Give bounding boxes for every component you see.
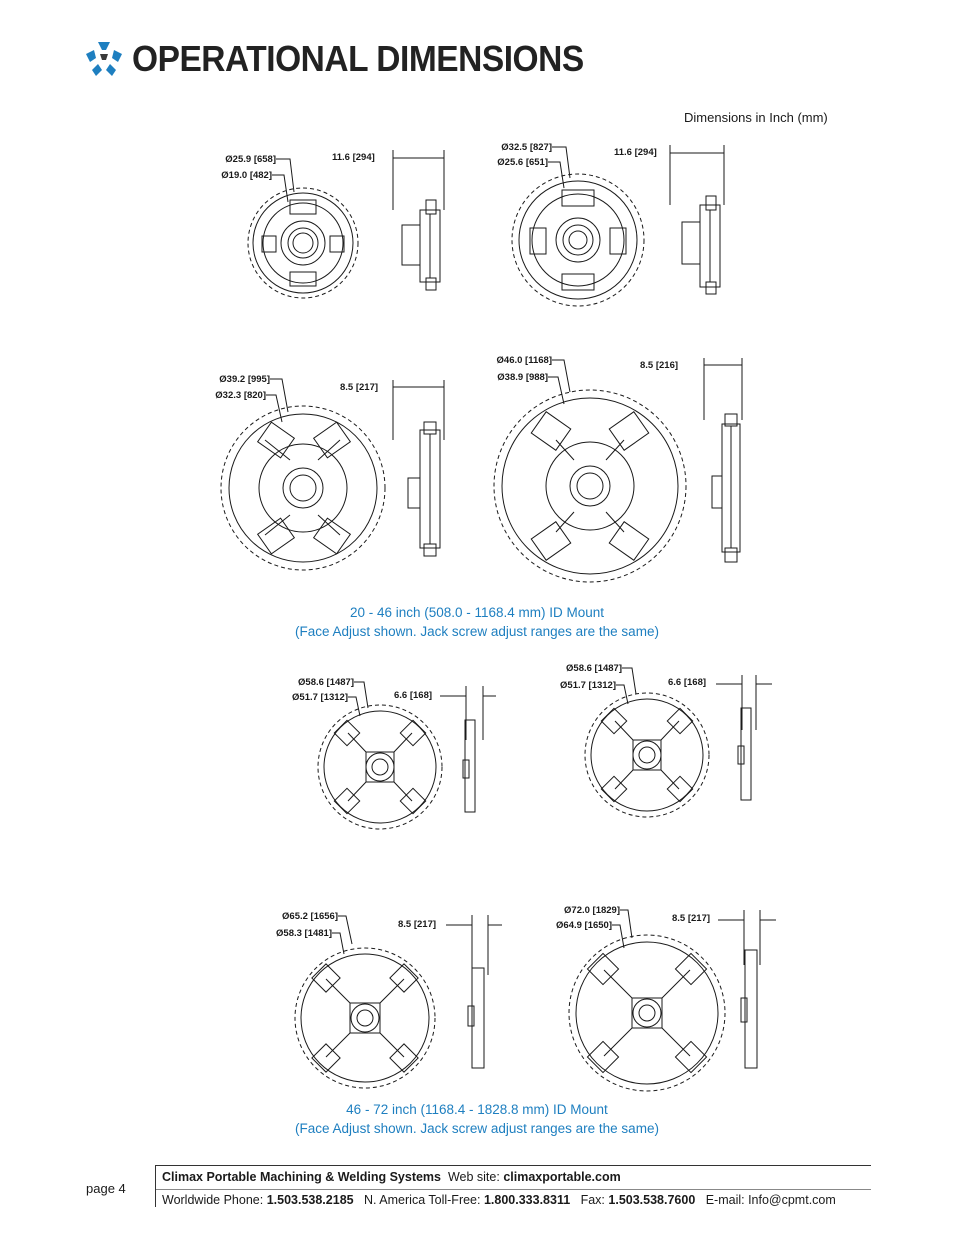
caption-id-mount-46-72: 46 - 72 inch (1168.4 - 1828.8 mm) ID Mou… <box>346 1102 608 1117</box>
height-label: 6.6 [168] <box>668 677 707 688</box>
website-label: Web site: <box>447 1170 500 1184</box>
outer-diameter-label: Ø65.2 [1656] <box>282 911 338 922</box>
outer-diameter-label: Ø32.5 [827] <box>501 142 552 153</box>
height-label: 8.5 [217] <box>340 382 379 393</box>
email[interactable]: E-mail: Info@cpmt.com <box>705 1193 836 1207</box>
inner-diameter-label: Ø38.9 [988] <box>497 372 548 383</box>
outer-diameter-label: Ø72.0 [1829] <box>564 905 620 916</box>
inner-diameter-label: Ø58.3 [1481] <box>276 928 332 939</box>
inner-diameter-label: Ø25.6 [651] <box>497 157 548 168</box>
fax-number: 1.503.538.7600 <box>608 1193 696 1207</box>
height-label: 11.6 [294] <box>332 152 375 163</box>
inner-diameter-label: Ø19.0 [482] <box>221 170 272 181</box>
footer-divider <box>155 1189 871 1190</box>
fax-label: Fax: <box>580 1193 605 1207</box>
inner-diameter-label: Ø51.7 [1312] <box>560 680 616 691</box>
units-note: Dimensions in Inch (mm) <box>684 110 828 125</box>
inner-diameter-label: Ø51.7 [1312] <box>292 692 348 703</box>
height-label: 8.5 [216] <box>640 360 679 371</box>
height-label: 6.6 [168] <box>394 690 433 701</box>
caption-note-20-46: (Face Adjust shown. Jack screw adjust ra… <box>295 624 659 639</box>
footer-company-line: Climax Portable Machining & Welding Syst… <box>162 1170 621 1184</box>
page-title: OPERATIONAL DIMENSIONS <box>132 38 584 79</box>
climax-logo-icon <box>86 42 122 76</box>
outer-diameter-label: Ø39.2 [995] <box>219 374 270 385</box>
phone-label: Worldwide Phone: <box>162 1193 264 1207</box>
phone-number: 1.503.538.2185 <box>266 1193 354 1207</box>
inner-diameter-label: Ø64.9 [1650] <box>556 920 612 931</box>
footer-contact-line: Worldwide Phone: 1.503.538.2185 N. Ameri… <box>162 1193 836 1207</box>
company-name: Climax Portable Machining & Welding Syst… <box>162 1170 441 1184</box>
height-label: 11.6 [294] <box>614 147 657 158</box>
website-link[interactable]: climaxportable.com <box>503 1170 621 1184</box>
tollfree-label: N. America Toll-Free: <box>364 1193 481 1207</box>
outer-diameter-label: Ø25.9 [658] <box>225 154 276 165</box>
height-label: 8.5 [217] <box>672 913 711 924</box>
page-number: page 4 <box>86 1181 126 1196</box>
inner-diameter-label: Ø32.3 [820] <box>215 390 266 401</box>
outer-diameter-label: Ø58.6 [1487] <box>298 677 354 688</box>
caption-note-46-72: (Face Adjust shown. Jack screw adjust ra… <box>295 1121 659 1136</box>
outer-diameter-label: Ø46.0 [1168] <box>496 355 552 366</box>
outer-diameter-label: Ø58.6 [1487] <box>566 663 622 674</box>
height-label: 8.5 [217] <box>398 919 437 930</box>
tollfree-number: 1.800.333.8311 <box>483 1193 571 1207</box>
footer-rule <box>155 1165 871 1166</box>
footer-vertical-rule <box>155 1165 156 1207</box>
caption-id-mount-20-46: 20 - 46 inch (508.0 - 1168.4 mm) ID Moun… <box>349 605 605 620</box>
